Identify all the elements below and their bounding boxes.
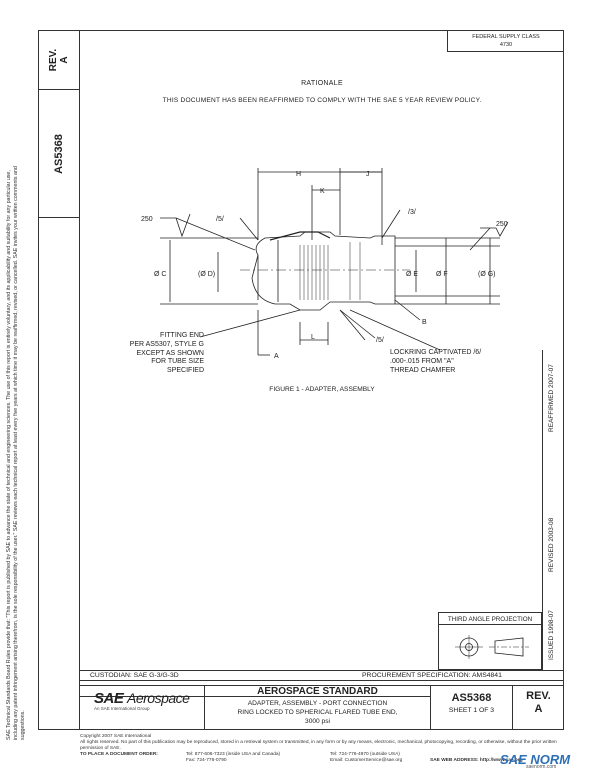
fsc-number: 4730 [499,42,513,48]
finish-right: 250 [496,221,508,228]
lockring-line: LOCKRING CAPTIVATED /6/ [390,349,482,356]
title-rev-value: A [534,703,543,715]
copyright: Copyright 2007 SAE International [80,734,152,739]
fsc-label: FEDERAL SUPPLY CLASS [472,34,540,40]
dim-k: K [320,188,325,195]
drawing-frame [38,30,564,730]
doc-number-cell: AS5368 [38,90,80,218]
lockring-line: .000-.015 FROM "A" [390,358,454,365]
sae-logo: SAE Aerospace [94,690,190,707]
aerospace-standard: AEROSPACE STANDARD [257,686,378,697]
rights-notice: All rights reserved. No part of this pub… [80,740,557,751]
watermark: SAE NORM saenorm.com [500,752,570,770]
federal-supply-class: FEDERAL SUPPLY CLASS 4730 [447,30,564,52]
order-fax: Fax: 724-776-0790 [186,758,227,763]
procurement-spec: PROCUREMENT SPECIFICATION: AMS4841 [362,672,502,679]
rationale-title: RATIONALE [301,80,343,87]
logo-sae-text: SAE [94,690,124,707]
issued-date: ISSUED 1998-07 [548,610,555,660]
logo-subtitle: An SAE International Group [94,706,150,711]
rev-cell: REV. A [38,30,80,90]
dim-j: J [366,171,370,178]
dia-g: (Ø G) [478,271,496,278]
note-5-top: /5/ [216,216,224,223]
order-tel-outside: Tel: 724-776-4970 (outside USA) [330,752,400,757]
document-title: ADAPTER, ASSEMBLY - PORT CONNECTION RING… [205,699,430,726]
lockring-note: LOCKRING CAPTIVATED /6/ .000-.015 FROM "… [390,348,481,375]
footer: Copyright 2007 SAE International All rig… [80,734,560,766]
fitting-end-line: SPECIFIED [167,367,204,375]
order-label: TO PLACE A DOCUMENT ORDER: [80,752,158,757]
revised-date: REVISED 2003-08 [548,517,555,572]
note-3: /3/ [408,209,416,216]
left-header-column: REV. A AS5368 [38,30,80,730]
fitting-end-line: PER AS5307, STYLE G [129,340,204,348]
label-a: A [274,353,279,360]
finish-left: 250 [141,216,153,223]
title-rev-label: REV. [526,690,551,702]
figure-caption: FIGURE 1 - ADAPTER, ASSEMBLY [269,386,375,393]
reaffirmed-date: REAFFIRMED 2007-07 [548,364,555,432]
note-5-bottom: /5/ [376,337,384,344]
rationale-text: THIS DOCUMENT HAS BEEN REAFFIRMED TO COM… [162,97,482,104]
date-strip: ISSUED 1998-07 REVISED 2003-08 REAFFIRME… [542,350,564,670]
dia-d: (Ø D) [198,271,215,278]
custodian: CUSTODIAN: SAE G-3/G-3D [90,672,179,679]
fitting-end-line: EXCEPT AS SHOWN [136,349,204,357]
lockring-line: THREAD CHAMFER [390,367,456,374]
fitting-end-line: FITTING END [160,332,204,339]
title-line: RING LOCKED TO SPHERICAL FLARED TUBE END… [237,709,398,716]
dia-c: Ø C [154,271,166,278]
fitting-end-line: FOR TUBE SIZE [151,358,204,366]
third-angle-title: THIRD ANGLE PROJECTION [439,613,541,625]
dia-f: Ø F [436,271,448,278]
projection-symbol-icon [455,635,529,659]
watermark-subtext: saenorm.com [526,764,557,770]
title-doc-number: AS5368 [451,692,492,704]
title-line: ADAPTER, ASSEMBLY - PORT CONNECTION [247,700,388,707]
dim-h: H [296,171,301,178]
title-line: 3000 psi [305,718,330,725]
order-email[interactable]: Email: CustomerService@sae.org [330,758,403,763]
sheet-number: SHEET 1 OF 3 [448,707,495,714]
label-l: L [311,334,315,341]
dia-e: Ø E [406,271,418,278]
logo-aerospace-text: Aerospace [127,690,190,706]
label-b: B [422,319,427,326]
fitting-end-note: FITTING END PER AS5307, STYLE G EXCEPT A… [104,332,204,376]
third-angle-projection: THIRD ANGLE PROJECTION [438,612,542,670]
web-address-link[interactable]: SAE WEB ADDRESS: http://www.sae.org [430,758,523,763]
title-rev: REV. A [513,690,564,716]
watermark-text: SAE NORM [500,752,571,767]
order-tel: Tel: 877-606-7323 (inside USA and Canada… [186,752,281,757]
